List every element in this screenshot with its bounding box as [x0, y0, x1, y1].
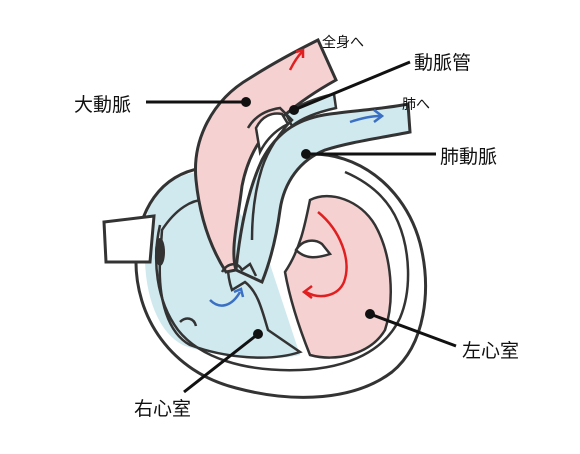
aortic-notch [254, 112, 290, 156]
vena-cava-opening [155, 238, 165, 266]
leader-ductus [293, 60, 411, 112]
pulmonary-valve [220, 262, 258, 277]
flow-arrow-to-lungs [349, 114, 381, 124]
label-aorta: 大動脈 [74, 94, 132, 116]
flow-arrow-to-body [288, 51, 303, 71]
leader-right-ventricle-dot [253, 329, 263, 339]
leader-aorta-dot [241, 97, 251, 107]
flow-arrow-left-ventricle [305, 211, 348, 298]
flow-arrow-right-ventricle-head [233, 287, 245, 298]
label-right-ventricle: 右心室 [134, 398, 192, 420]
pulmonary-artery [234, 102, 412, 285]
label-ductus-arteriosus: 動脈管 [414, 52, 472, 74]
left-ventricle-fill [283, 195, 392, 359]
label-to-body: 全身へ [322, 35, 364, 51]
aortic-valve [294, 239, 333, 259]
leader-right-ventricle [183, 332, 259, 394]
leader-pulmonary-dot [301, 149, 311, 159]
leader-left-ventricle [369, 312, 457, 348]
heart-inner-wall [155, 170, 410, 372]
vena-cava-stub [102, 214, 156, 264]
aortic-arch-inner [246, 106, 294, 241]
label-pulmonary-artery: 肺動脈 [440, 146, 498, 168]
leader-left-ventricle-dot [365, 309, 375, 319]
flow-arrow-right-ventricle [209, 291, 242, 307]
flow-arrow-to-body-head [295, 48, 305, 58]
flow-arrow-left-ventricle-head [301, 285, 313, 299]
leader-ductus-dot [289, 105, 299, 115]
right-ventricle-papillary [179, 317, 198, 327]
ductus-arteriosus [284, 92, 338, 128]
label-left-ventricle: 左心室 [462, 340, 520, 362]
flow-arrow-to-lungs-head [373, 109, 385, 123]
label-to-lungs: 肺へ [402, 97, 430, 113]
